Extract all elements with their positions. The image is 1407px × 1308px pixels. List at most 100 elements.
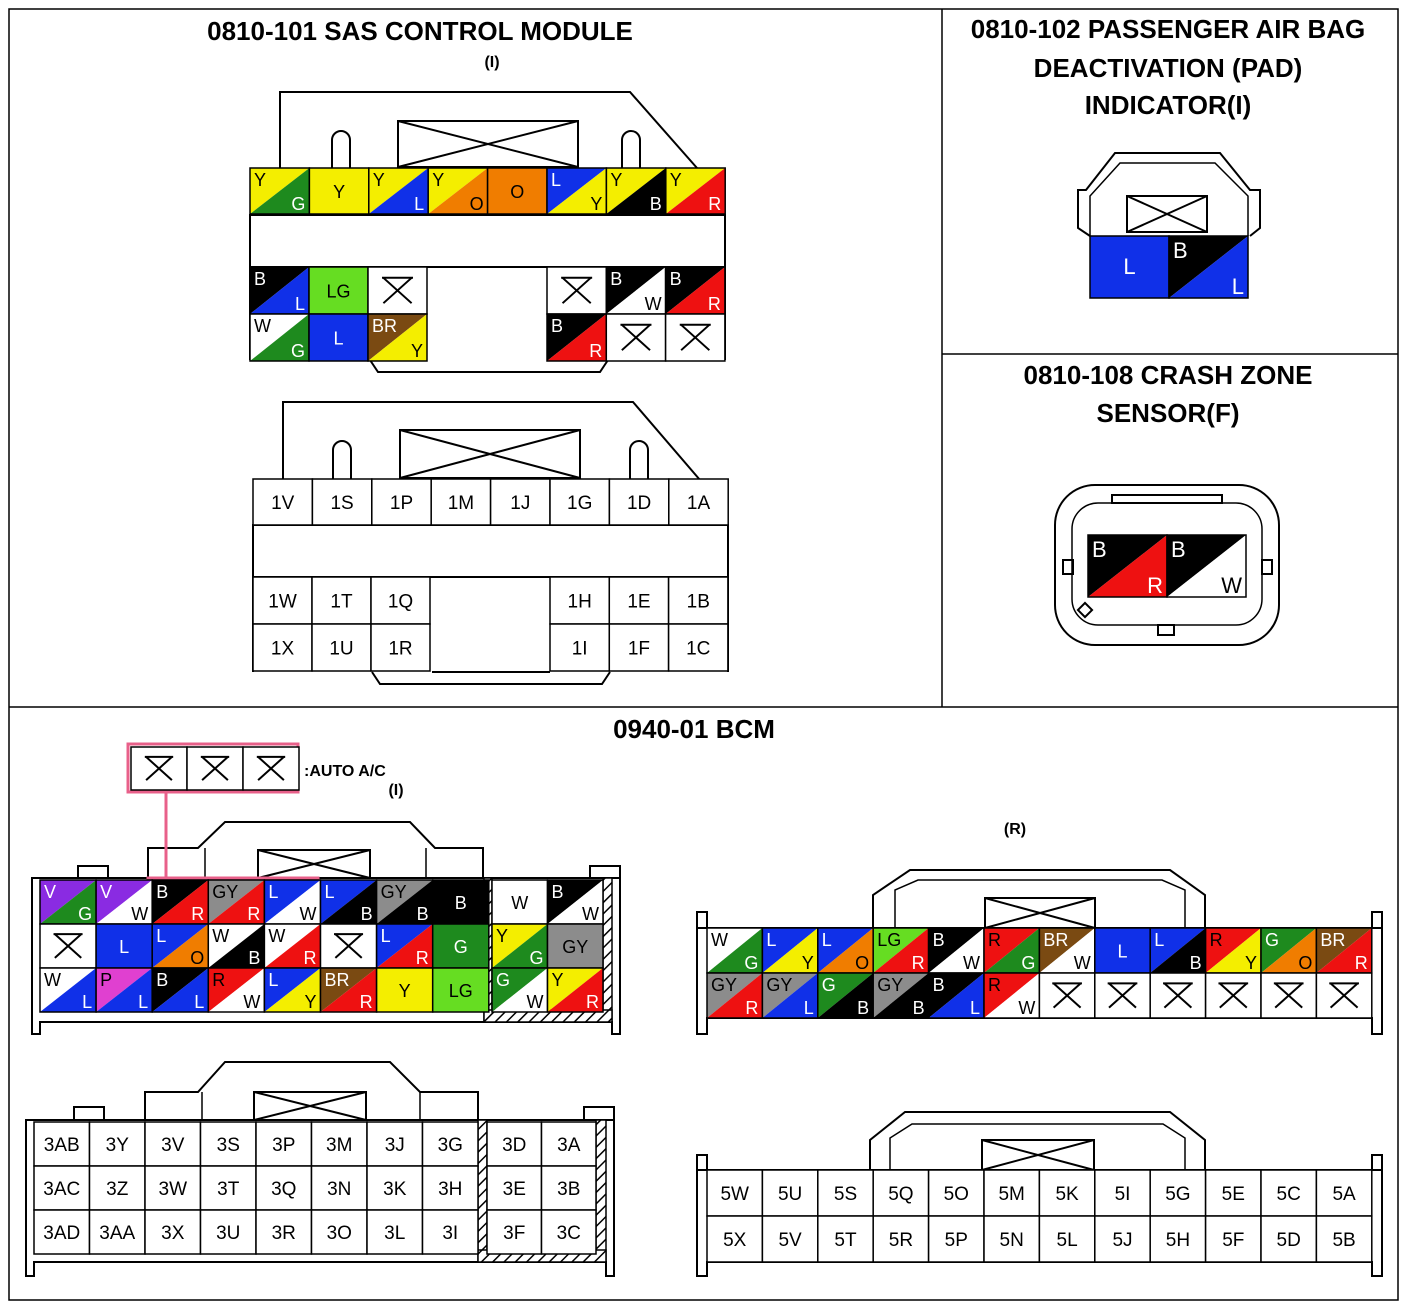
pin-label: 1D <box>627 493 651 514</box>
terminal-pin: 1T <box>311 576 372 625</box>
wire-main-color-label: W <box>212 926 229 946</box>
bcm-left-wire-cell: BR <box>151 879 210 925</box>
wire-tracer-color-label: W <box>527 992 544 1012</box>
wire-main-color-label: B <box>1173 238 1188 263</box>
bcm-right-wire-cell: BL <box>927 972 985 1019</box>
wire-color-label: W <box>511 893 528 913</box>
terminal-pin: 5F <box>1204 1215 1262 1263</box>
sas-wire-cell: YB <box>605 167 667 215</box>
wire-main-color-label: W <box>44 970 61 990</box>
sas-wire-cell: YR <box>665 167 726 215</box>
pin-label: 3U <box>216 1223 240 1244</box>
wire-main-color-label: BR <box>372 316 397 336</box>
wire-tracer-color-label: B <box>361 904 373 924</box>
wire-color-label: L <box>1123 254 1135 279</box>
terminal-pin: 5H <box>1149 1215 1207 1263</box>
bcm-left-wire-cell: LW <box>263 879 322 925</box>
bcm-left-side-wire-cell: GW <box>491 967 549 1013</box>
wire-tracer-color-label: W <box>1221 573 1242 598</box>
terminal-pin: 5J <box>1094 1215 1151 1263</box>
bcm-right-wire-cell <box>1260 972 1318 1019</box>
unused-terminal-icon <box>679 323 711 351</box>
bcm-left-wire-cell: LB <box>319 879 378 925</box>
wire-main-color-label: L <box>268 970 278 990</box>
pin-label: 5T <box>834 1230 857 1251</box>
wire-main-color-label: B <box>610 269 622 289</box>
wire-tracer-color-label: B <box>913 998 925 1018</box>
sas-wire-cell: Y <box>308 167 370 215</box>
wire-main-color-label: G <box>1265 930 1279 950</box>
pin-label: 3J <box>385 1135 405 1156</box>
pin-label: 5A <box>1332 1184 1356 1205</box>
pin-label: 5Q <box>888 1184 913 1205</box>
wire-main-color-label: L <box>1154 930 1164 950</box>
wire-main-color-label: B <box>1171 537 1186 562</box>
wire-main-color-label: L <box>822 930 832 950</box>
terminal-pin: 5D <box>1260 1215 1318 1263</box>
pin-label: 1J <box>510 493 530 514</box>
wire-tracer-color-label: B <box>857 998 869 1018</box>
sas-wire-cell: LG <box>308 266 369 315</box>
terminal-pin: 1E <box>608 576 670 625</box>
wire-tracer-color-label: B <box>248 948 260 968</box>
pin-label: 1I <box>572 639 588 660</box>
wire-main-color-label: B <box>156 970 168 990</box>
wire-tracer-color-label: R <box>416 948 429 968</box>
bcm-left-wire-cell: LR <box>375 923 434 969</box>
terminal-pin: 1F <box>608 623 670 672</box>
wire-tracer-color-label: W <box>300 904 317 924</box>
wire-tracer-color-label: L <box>1232 274 1244 299</box>
unused-terminal-icon <box>1163 982 1193 1009</box>
wire-color-label: L <box>119 937 129 957</box>
wire-main-color-label: LG <box>877 930 901 950</box>
pin-label: 3T <box>217 1179 240 1200</box>
terminal-pin: 3J <box>366 1121 424 1167</box>
wire-tracer-color-label: R <box>1147 573 1163 598</box>
wire-tracer-color-label: W <box>131 904 148 924</box>
terminal-pin: 5M <box>983 1169 1041 1217</box>
bcm-right-wire-cell: WG <box>706 927 764 974</box>
bcm-right-wire-cell: RY <box>1204 927 1262 974</box>
wire-main-color-label: BR <box>325 970 350 990</box>
terminal-pin: 3P <box>255 1121 313 1167</box>
wire-tracer-color-label: B <box>650 194 662 214</box>
pin-label: 3W <box>159 1179 188 1200</box>
wire-tracer-color-label: R <box>1355 953 1368 973</box>
wire-tracer-color-label: R <box>912 953 925 973</box>
wire-main-color-label: G <box>496 970 510 990</box>
crash-title-line-2: SENSOR(F) <box>1097 398 1240 428</box>
pin-label: 5S <box>834 1184 857 1205</box>
terminal-pin: 5P <box>927 1215 985 1263</box>
sas-wire-cell <box>367 266 428 315</box>
pin-label: 3V <box>161 1135 185 1156</box>
pin-label: 3Z <box>106 1179 129 1200</box>
wire-tracer-color-label: R <box>360 992 373 1012</box>
pin-label: 5M <box>998 1184 1024 1205</box>
terminal-pin: 3AA <box>88 1209 146 1255</box>
wire-main-color-label: Y <box>496 926 508 946</box>
terminal-pin: 5G <box>1149 1169 1207 1217</box>
terminal-pin: 1C <box>667 623 729 672</box>
pad-title-line-2: DEACTIVATION (PAD) <box>1034 53 1303 83</box>
wire-main-color-label: V <box>44 882 56 902</box>
wire-tracer-color-label: Y <box>304 992 316 1012</box>
pin-label: 1R <box>388 639 412 660</box>
auto-ac-unused-cell <box>130 746 188 791</box>
pin-label: 1W <box>268 592 297 613</box>
terminal-pin: 3AC <box>33 1165 91 1211</box>
terminal-pin: 5A <box>1315 1169 1373 1217</box>
terminal-pin: 3X <box>144 1209 202 1255</box>
unused-terminal-icon <box>256 755 286 781</box>
unused-terminal-icon <box>53 933 83 959</box>
terminal-pin: 3W <box>144 1165 202 1211</box>
terminal-pin: 1U <box>311 623 372 672</box>
wire-main-color-label: Y <box>610 170 622 190</box>
wire-tracer-color-label: R <box>745 998 758 1018</box>
terminal-pin: 1A <box>668 478 729 526</box>
bcm-right-wire-cell <box>1204 972 1262 1019</box>
pin-label: 3K <box>383 1179 407 1200</box>
auto-ac-unused-cell <box>186 746 244 791</box>
wire-tracer-color-label: W <box>1018 998 1035 1018</box>
pin-label: 5F <box>1222 1230 1244 1251</box>
